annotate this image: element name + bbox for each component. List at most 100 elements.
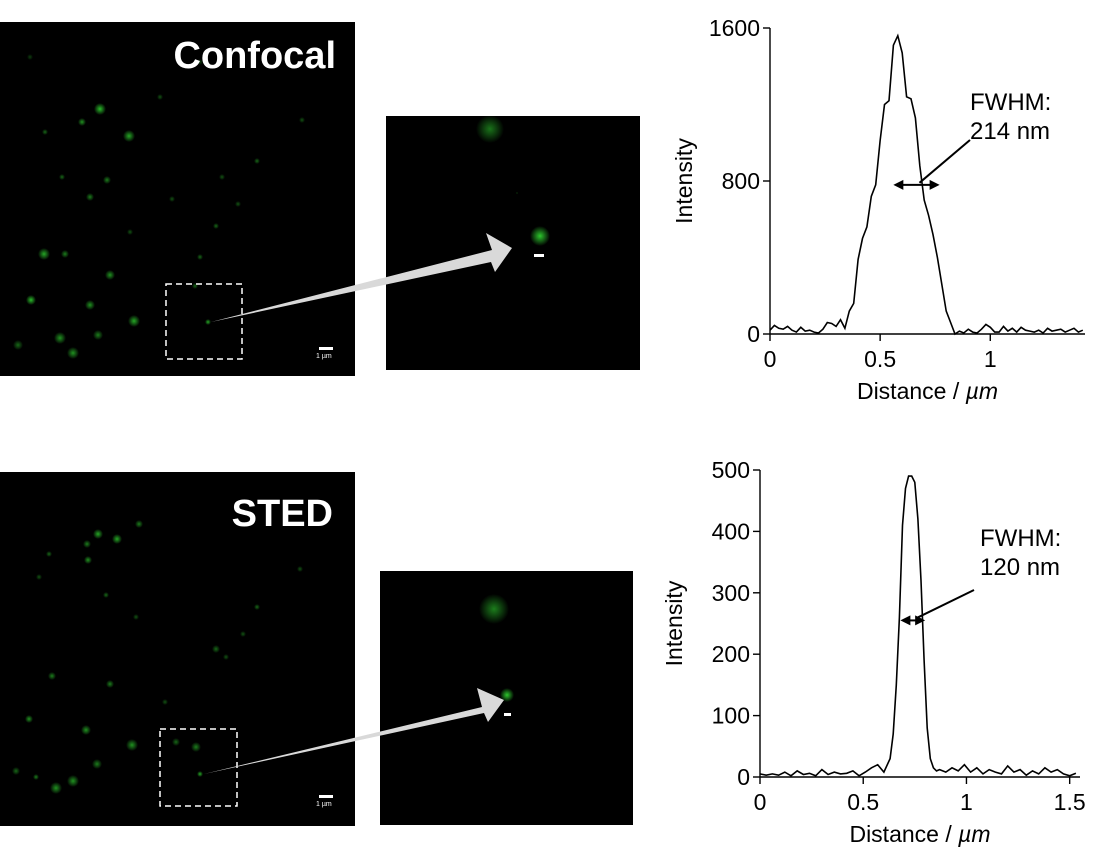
fwhm-annotation-title: FWHM: [970, 89, 1051, 116]
fluorescent-spot [85, 300, 95, 310]
sted-scale-bar [319, 795, 333, 798]
fwhm-arrowhead-left [900, 615, 911, 626]
confocal-zoom-scale-bar [534, 254, 544, 257]
fluorescent-spot [191, 742, 201, 752]
fluorescent-spot [94, 103, 106, 115]
fluorescent-spot [50, 782, 62, 794]
fwhm-pointer-line [918, 139, 971, 184]
fluorescent-spot [92, 759, 102, 769]
fluorescent-spot [172, 738, 180, 746]
fluorescent-spot [197, 771, 203, 777]
fluorescent-spot [126, 739, 138, 751]
y-tick-label: 800 [722, 168, 760, 194]
fluorescent-spot [13, 340, 23, 350]
y-tick-label: 200 [712, 641, 750, 667]
fluorescent-spot [103, 176, 111, 184]
fluorescent-spot [162, 699, 168, 705]
fluorescent-spot [213, 223, 219, 229]
fluorescent-spot [105, 270, 115, 280]
fluorescent-spot [530, 226, 550, 246]
fluorescent-spot [212, 645, 220, 653]
fluorescent-spot [479, 594, 509, 624]
confocal-label: Confocal [173, 35, 336, 77]
x-axis-label: Distance / µm [857, 378, 998, 404]
confocal-image-spots [13, 54, 305, 359]
fluorescent-spot [12, 767, 20, 775]
fluorescent-spot [476, 116, 504, 143]
y-tick-label: 100 [712, 703, 750, 729]
fluorescent-spot [235, 201, 241, 207]
fluorescent-spot [25, 715, 33, 723]
fluorescent-spot [83, 540, 91, 548]
fluorescent-spot [135, 520, 143, 528]
x-tick-label: 1 [984, 346, 997, 372]
fluorescent-spot [46, 551, 52, 557]
fluorescent-spot [42, 129, 48, 135]
fluorescent-spot [127, 229, 133, 235]
fluorescent-spot [48, 672, 56, 680]
x-axis-label: Distance / µm [849, 821, 990, 847]
x-tick-label: 0.5 [847, 789, 879, 815]
fwhm-pointer-line [915, 589, 975, 620]
profile-line [759, 475, 1077, 777]
y-axis-label: Intensity [671, 138, 697, 224]
y-axis-label: Intensity [661, 580, 687, 666]
fluorescent-spot [106, 680, 114, 688]
confocal-scale-bar [319, 347, 333, 350]
fluorescent-spot [169, 196, 175, 202]
y-tick-label: 300 [712, 580, 750, 606]
y-tick-label: 0 [747, 321, 760, 347]
fluorescent-spot [197, 59, 203, 65]
fluorescent-spot [223, 654, 229, 660]
fluorescent-spot [240, 631, 246, 637]
fluorescent-spot [93, 529, 103, 539]
fluorescent-spot [205, 319, 211, 325]
fluorescent-spot [26, 295, 36, 305]
fwhm-annotation-title: FWHM: [980, 525, 1061, 552]
fluorescent-spot [157, 94, 163, 100]
fluorescent-spot [84, 556, 92, 564]
x-tick-label: 1.5 [1054, 789, 1086, 815]
y-tick-label: 0 [737, 764, 750, 790]
fluorescent-spot [128, 315, 140, 327]
x-tick-label: 1 [960, 789, 973, 815]
fluorescent-spot [27, 54, 33, 60]
fluorescent-spot [33, 774, 39, 780]
fluorescent-spot [103, 592, 109, 598]
fluorescent-spot [219, 174, 225, 180]
x-tick-label: 0.5 [864, 346, 896, 372]
y-tick-label: 1600 [709, 15, 760, 41]
fluorescent-spot [254, 158, 260, 164]
fluorescent-spot [36, 574, 42, 580]
fluorescent-spot [54, 332, 66, 344]
fluorescent-spot [133, 614, 139, 620]
confocal-zoom-spots [476, 116, 550, 246]
fwhm-arrowhead-left [893, 179, 904, 190]
sted-label: STED [231, 493, 333, 535]
fluorescent-spot [86, 193, 94, 201]
fluorescent-spot [197, 254, 203, 260]
fwhm-annotation-value: 120 nm [980, 554, 1060, 581]
y-tick-label: 500 [712, 457, 750, 483]
sted-zoom-scale-bar [504, 713, 511, 716]
fluorescent-spot [67, 775, 79, 787]
fluorescent-spot [254, 604, 260, 610]
fwhm-annotation-value: 214 nm [970, 118, 1050, 145]
fluorescent-spot [67, 347, 79, 359]
fluorescent-spot [59, 174, 65, 180]
fluorescent-spot [297, 566, 303, 572]
y-tick-label: 400 [712, 518, 750, 544]
confocal-scale-label: 1 µm [316, 353, 332, 360]
profile-line [769, 33, 1084, 336]
sted-scale-label: 1 µm [316, 801, 332, 808]
fluorescent-spot [78, 118, 86, 126]
fluorescent-spot [81, 725, 91, 735]
fluorescent-spot [93, 330, 103, 340]
fluorescent-spot [61, 250, 69, 258]
fluorescent-spot [112, 534, 122, 544]
x-tick-label: 0 [764, 346, 777, 372]
fluorescent-spot [516, 192, 518, 194]
fluorescent-spot [38, 248, 50, 260]
